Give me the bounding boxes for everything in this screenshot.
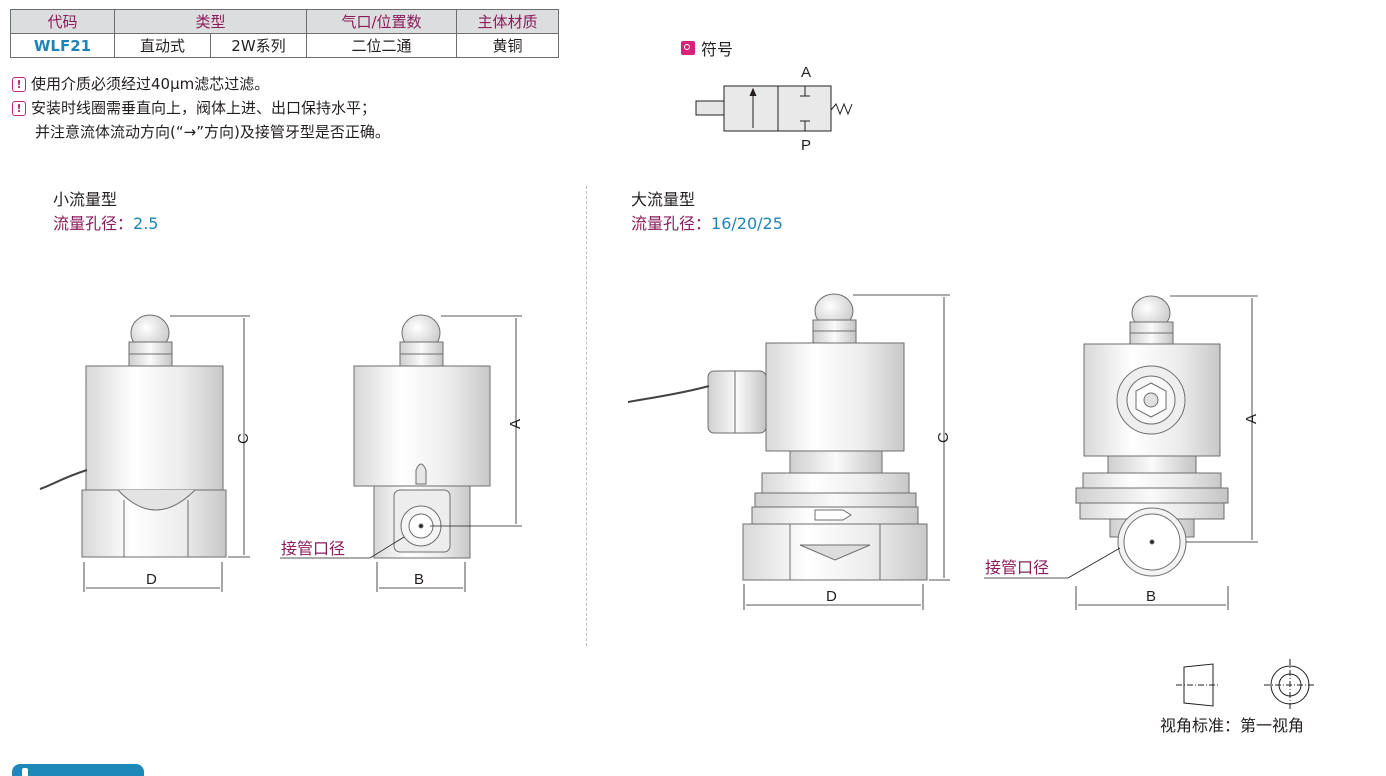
dim-c-large: C (935, 432, 952, 443)
small-flow-orifice: 流量孔径：2.5 (53, 214, 159, 233)
cell-type: 直动式 (114, 33, 211, 58)
spec-table-row: WLF21 直动式 2W系列 二位二通 黄铜 (10, 33, 559, 58)
dim-d-small: D (146, 571, 157, 588)
bullet-icon (681, 41, 695, 55)
cell-series: 2W系列 (210, 33, 307, 58)
dim-d-large: D (826, 588, 837, 605)
pipe-label-small: 接管口径 (281, 539, 345, 558)
small-flow-title: 小流量型 (53, 190, 118, 209)
symbol-title: 符号 (681, 36, 733, 60)
header-material: 主体材质 (456, 9, 559, 34)
dim-c-small: C (235, 433, 252, 444)
symbol-port-p: P (801, 137, 811, 154)
first-angle-projection-icon (1176, 659, 1316, 711)
dimension-lines-large-front (984, 295, 1258, 610)
header-code: 代码 (10, 9, 115, 34)
cell-material: 黄铜 (456, 33, 559, 58)
small-flow-section: 小流量型 流量孔径：2.5 (53, 186, 158, 234)
cell-code: WLF21 (10, 33, 115, 58)
large-flow-title: 大流量型 (631, 190, 696, 209)
section-tab (12, 764, 144, 776)
valve-symbol (695, 85, 853, 132)
large-flow-section: 大流量型 流量孔径：16/20/25 (631, 186, 783, 234)
spec-table: 代码 类型 气口/位置数 主体材质 WLF21 直动式 2W系列 二位二通 黄铜 (10, 9, 559, 58)
dim-b-small: B (414, 571, 424, 588)
large-flow-orifice: 流量孔径：16/20/25 (631, 214, 783, 233)
warning-icon: ! (12, 100, 26, 116)
note-2: ! 安装时线圈需垂直向上，阀体上进、出口保持水平； (12, 96, 390, 120)
note-1: ! 使用介质必须经过40μm滤芯过滤。 (12, 72, 390, 96)
notes: ! 使用介质必须经过40μm滤芯过滤。 ! 安装时线圈需垂直向上，阀体上进、出口… (12, 72, 390, 144)
pipe-label-large: 接管口径 (985, 558, 1049, 577)
warning-icon: ! (12, 76, 26, 92)
large-valve-front-view (1075, 295, 1229, 577)
dimension-lines-large-side (743, 294, 950, 610)
note-3: 并注意流体流动方向(“→”方向)及接管牙型是否正确。 (35, 123, 390, 141)
spec-table-header-row: 代码 类型 气口/位置数 主体材质 (10, 9, 559, 34)
section-divider (586, 186, 587, 646)
small-valve-side-view (39, 314, 227, 558)
small-valve-front-view (353, 314, 491, 559)
dim-a-large: A (1243, 414, 1260, 424)
cell-ports: 二位二通 (306, 33, 457, 58)
dimension-lines-small-front (280, 315, 522, 592)
dim-a-small: A (507, 419, 524, 429)
large-valve-side-view (627, 293, 928, 581)
view-standard: 视角标准：第一视角 (1160, 716, 1305, 735)
dim-b-large: B (1146, 588, 1156, 605)
dimension-lines-small-side (83, 315, 250, 592)
symbol-port-a: A (801, 64, 811, 81)
